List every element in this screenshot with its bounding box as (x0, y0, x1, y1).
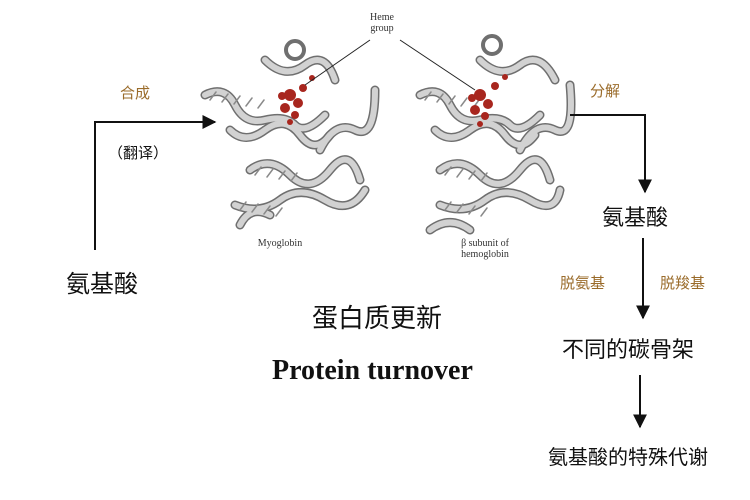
degradation-arrow (570, 114, 652, 194)
myoglobin-label: Myoglobin (257, 238, 303, 249)
heme-pointer-lines (304, 39, 476, 91)
synthesis-label: 合成 (120, 84, 151, 102)
deamination-label: 脱氨基 (560, 274, 606, 292)
myoglobin-heme (278, 75, 315, 125)
hemoglobin-heme (468, 74, 508, 127)
synthesis-arrow (94, 115, 217, 250)
beta-subunit-label: β subunit of hemoglobin (440, 238, 530, 260)
hemoglobin-structure (415, 34, 576, 235)
heme-group-label: Heme group (352, 12, 412, 34)
translation-label: （翻译） (108, 144, 169, 162)
heme-label-line1: Heme (370, 12, 394, 23)
degradation-label: 分解 (590, 82, 621, 100)
title-chinese: 蛋白质更新 (312, 304, 443, 334)
right-amino-acid-label: 氨基酸 (602, 206, 669, 231)
beta-label-line1: β subunit of (461, 238, 509, 249)
left-amino-acid-label: 氨基酸 (66, 270, 138, 298)
heme-label-line2: group (370, 23, 394, 34)
beta-label-line2: hemoglobin (461, 249, 509, 260)
title-english: Protein turnover (272, 355, 473, 386)
decarboxylation-label: 脱羧基 (660, 274, 706, 292)
special-metabolism-label: 氨基酸的特殊代谢 (548, 445, 708, 469)
myoglobin-structure (200, 39, 380, 230)
carbon-skeleton-label: 不同的碳骨架 (562, 338, 695, 363)
